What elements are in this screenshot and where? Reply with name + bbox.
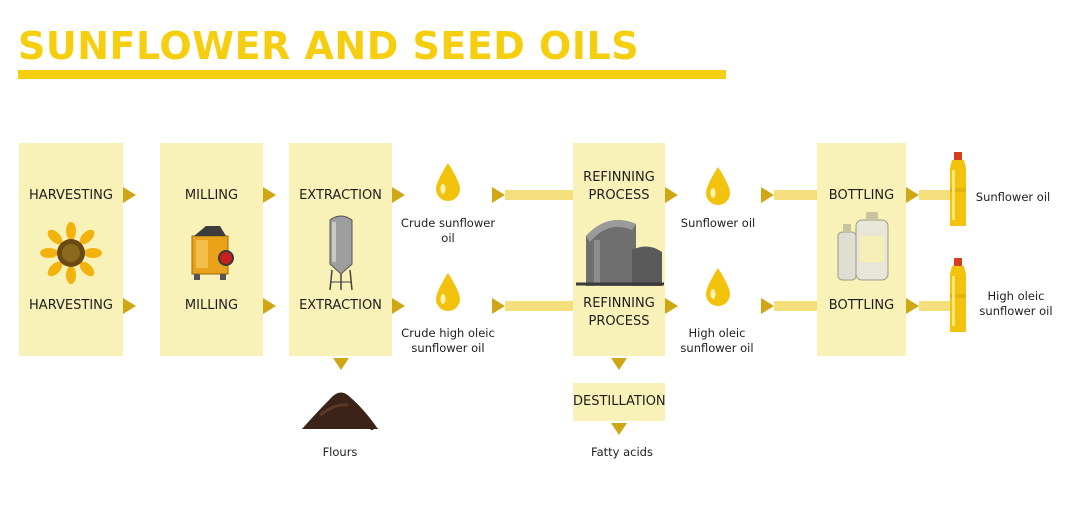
pipe [505, 301, 573, 311]
refinery-tank-icon [576, 210, 664, 286]
destillation-label: DESTILLATION [573, 393, 665, 411]
pipe-head [761, 298, 774, 314]
arrow-right [665, 298, 678, 314]
fatty-acids-caption: Fatty acids [576, 445, 668, 460]
refining-label-1: REFINNING PROCESS [573, 169, 665, 205]
arrow-down [611, 358, 627, 370]
pipe-head [492, 298, 505, 314]
product-caption-2: High oleic sunflower oil [972, 289, 1060, 319]
extraction-label-1: EXTRACTION [289, 187, 392, 205]
refining-label-2: REFINNING PROCESS [573, 295, 665, 331]
milling-label-2: MILLING [160, 297, 263, 315]
oil-caption-1: Sunflower oil [674, 216, 762, 231]
bottling-label-1: BOTTLING [817, 187, 906, 205]
arrow-down [333, 358, 349, 370]
extraction-label-2: EXTRACTION [289, 297, 392, 315]
oil-bottles-icon [836, 210, 892, 282]
mill-machine-icon [186, 222, 240, 282]
silo-icon [326, 212, 356, 292]
page-title: SUNFLOWER AND SEED OILS [18, 24, 639, 68]
pipe [774, 190, 817, 200]
title-underline [18, 70, 726, 79]
arrow-right [906, 298, 919, 314]
pipe [774, 301, 817, 311]
arrow-down [611, 423, 627, 435]
oil-drop-icon [435, 273, 461, 313]
sunflower-icon [40, 222, 102, 284]
arrow-right [263, 298, 276, 314]
arrow-right [123, 298, 136, 314]
arrow-right [392, 298, 405, 314]
arrow-right [906, 187, 919, 203]
bottling-label-2: BOTTLING [817, 297, 906, 315]
product-caption-1: Sunflower oil [972, 190, 1054, 205]
crude-oil-caption-1: Crude sunflower oil [398, 216, 498, 246]
harvesting-label-2: HARVESTING [19, 297, 123, 315]
pipe [505, 190, 573, 200]
flours-caption: Flours [300, 445, 380, 460]
oil-drop-icon [705, 268, 731, 308]
crude-oil-caption-2: Crude high oleic sunflower oil [392, 326, 504, 356]
arrow-right [392, 187, 405, 203]
oil-drop-icon [705, 167, 731, 207]
arrow-right [665, 187, 678, 203]
soil-pile-icon [300, 385, 380, 433]
oil-drop-icon [435, 163, 461, 203]
arrow-right [123, 187, 136, 203]
milling-label-1: MILLING [160, 187, 263, 205]
pipe-head [492, 187, 505, 203]
harvesting-label-1: HARVESTING [19, 187, 123, 205]
arrow-right [263, 187, 276, 203]
oil-caption-2: High oleic sunflower oil [674, 326, 760, 356]
oil-bottle-icon [946, 258, 970, 334]
pipe-head [761, 187, 774, 203]
oil-bottle-icon [946, 152, 970, 228]
